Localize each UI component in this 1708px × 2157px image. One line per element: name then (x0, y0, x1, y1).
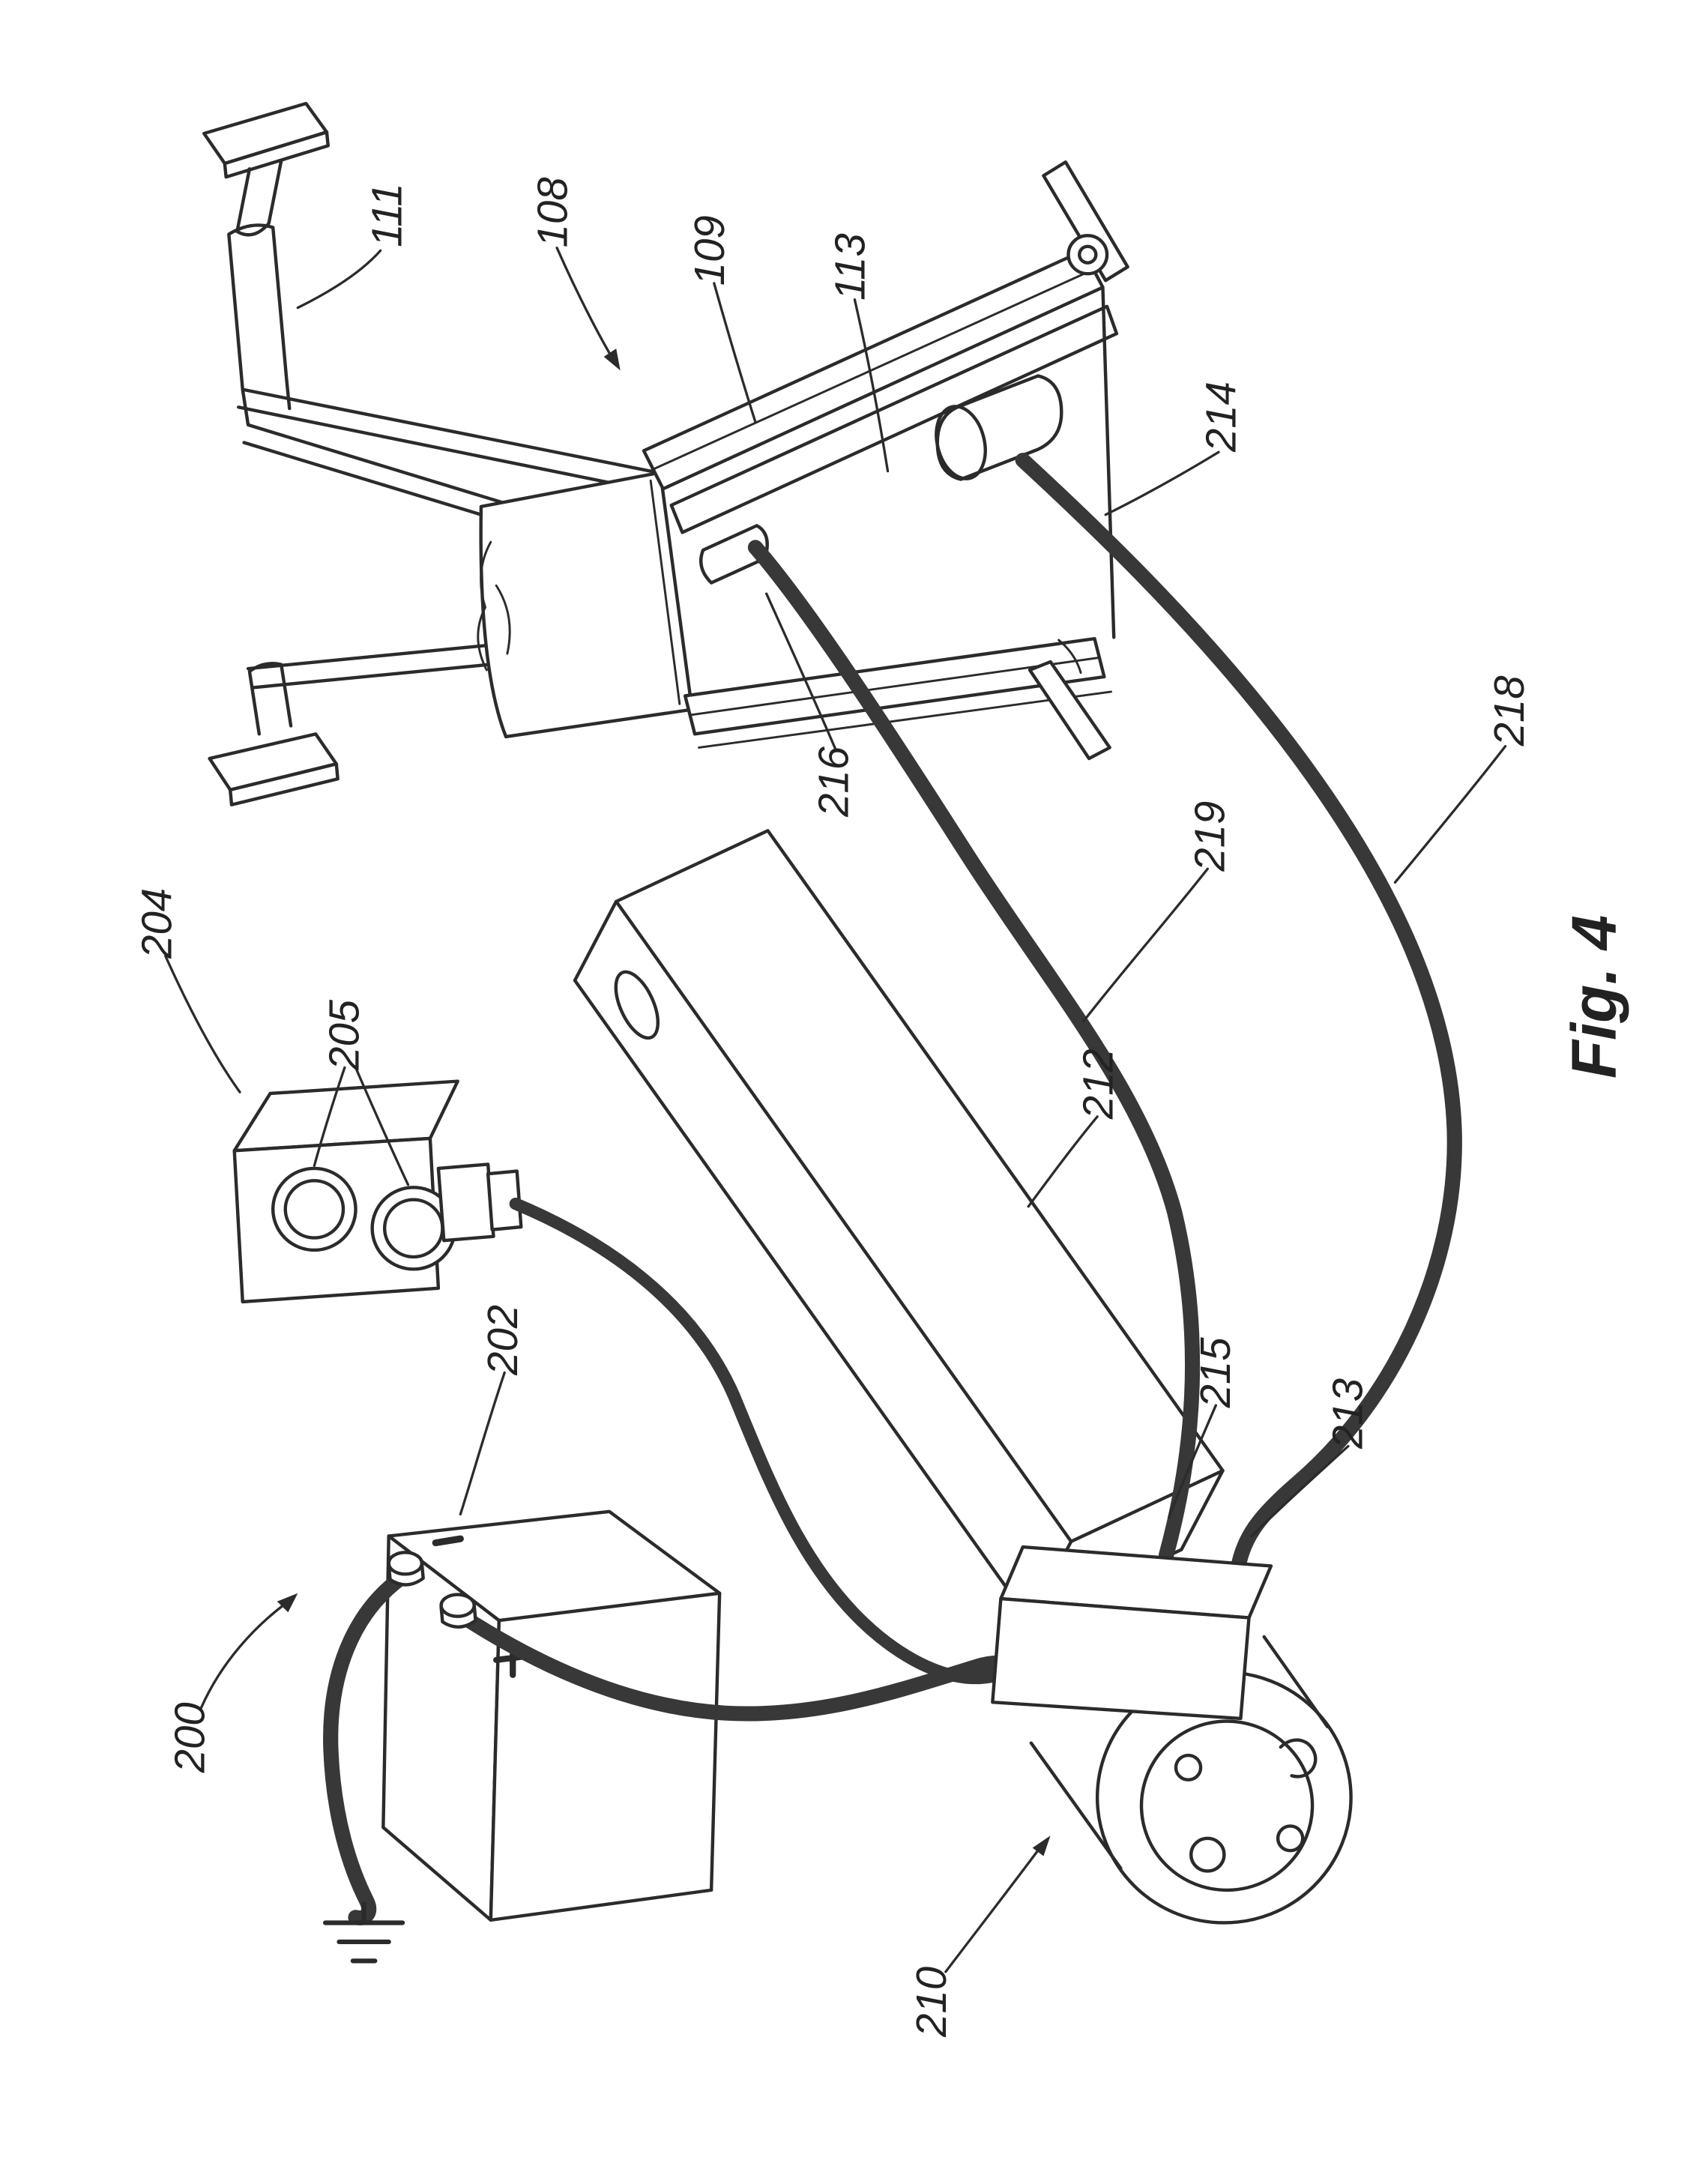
leader-210 (944, 1839, 1046, 1973)
reference-labels: 111 108 109 113 214 216 218 219 204 205 … (133, 177, 1629, 2038)
leader-219 (1082, 867, 1209, 1023)
motor-shaft (1189, 1836, 1226, 1873)
ground-symbol (322, 1901, 405, 1964)
motor-tab (1279, 1738, 1318, 1779)
ref-label-202: 202 (480, 1305, 527, 1376)
frame-top-hub-center (1078, 244, 1098, 265)
ref-label-111: 111 (363, 183, 411, 247)
jack-top-foot (202, 101, 329, 166)
cables (323, 453, 1462, 1925)
ground-cable (323, 1569, 411, 1925)
frame-top-hub (1066, 234, 1109, 276)
ref-label-109: 109 (686, 215, 734, 286)
control-connector (436, 1162, 495, 1243)
jack-upper-column (227, 223, 289, 391)
leader-113 (853, 298, 890, 473)
roller-large (935, 374, 1063, 481)
leader-215 (1168, 1404, 1217, 1518)
figure-caption: Fig. 4 (1559, 915, 1630, 1078)
ref-label-216: 216 (810, 746, 857, 817)
jack-bottom-post (247, 662, 293, 736)
leader-213 (1250, 1444, 1350, 1538)
ref-label-215: 215 (1192, 1337, 1240, 1408)
arrowhead-210 (1032, 1835, 1051, 1856)
hose-214-218-213 (1015, 453, 1462, 1577)
leader-205-a (313, 1066, 346, 1167)
motor-end-cap-inner (1139, 1719, 1315, 1892)
leader-lines (164, 247, 1507, 1973)
leader-111 (296, 249, 382, 310)
ref-label-214: 214 (1198, 381, 1245, 453)
battery-right-face (489, 1591, 722, 1922)
ref-label-200: 200 (166, 1702, 214, 1773)
motor-bolt-2 (1276, 1824, 1305, 1853)
frame-right-connector (1101, 287, 1116, 639)
terminal-2-top (439, 1593, 476, 1618)
jack-bottom-foot-edge (228, 762, 340, 806)
jack-center-plate (479, 471, 694, 739)
control-cable (509, 1197, 1046, 1685)
pump-motor-210 (991, 1545, 1353, 1925)
leader-108 (555, 247, 617, 363)
control-port-left-inner (283, 1179, 345, 1240)
leader-205-b (354, 1066, 410, 1186)
motor-cylinder-sides (1029, 1635, 1330, 1870)
ref-label-210: 210 (908, 1966, 956, 2037)
battery-terminals (387, 1551, 477, 1629)
arrowhead-108 (603, 349, 621, 371)
ref-label-212: 212 (1075, 1049, 1122, 1120)
ref-label-204: 204 (133, 888, 181, 959)
ref-label-108: 108 (529, 177, 576, 247)
leader-109 (713, 282, 757, 423)
beam-hole (614, 970, 660, 1040)
valve-block-front (991, 1596, 1251, 1721)
control-connector-tip (486, 1169, 523, 1231)
arrowhead-200 (277, 1593, 298, 1613)
jack-lower-arm (246, 642, 505, 690)
ground-symbol-lines (322, 1901, 405, 1964)
leader-212 (1027, 1115, 1099, 1208)
battery-pump-cable (453, 1607, 1042, 1722)
leader-200 (199, 1597, 294, 1710)
ref-label-213: 213 (1324, 1378, 1371, 1449)
frame-bottom-hook (1057, 639, 1082, 675)
hose-216-215 (747, 540, 1201, 1563)
leader-216 (765, 592, 837, 750)
frame-upper-rail-2 (669, 304, 1119, 534)
jack-bottom-foot (208, 732, 339, 791)
leader-218 (1393, 745, 1507, 884)
jack-center-plate-detail (477, 479, 681, 705)
leader-202 (459, 1371, 506, 1516)
jack-assembly (202, 101, 1129, 806)
control-box-204 (232, 1079, 523, 1304)
ref-label-219: 219 (1186, 801, 1234, 872)
ref-label-205: 205 (321, 999, 368, 1070)
roller-large-end (935, 405, 987, 480)
leader-204 (164, 954, 241, 1093)
beam-outline (573, 829, 1225, 1623)
ref-label-218: 218 (1486, 675, 1533, 746)
frame-lower-rail-lines (689, 657, 1113, 749)
battery-202 (381, 1509, 722, 1922)
battery-vent-mark (432, 1535, 464, 1547)
frame-upper-rail-line (651, 268, 1095, 471)
leader-214 (1104, 450, 1220, 516)
motor-bolt-1 (1174, 1753, 1203, 1782)
roller-large-body (935, 374, 1063, 481)
frame-bottom-wing (1027, 660, 1111, 761)
beam-212 (573, 829, 1225, 1623)
terminal-1-top (387, 1551, 424, 1576)
ref-label-113: 113 (827, 233, 874, 301)
jack-top-foot-edge (223, 130, 330, 179)
